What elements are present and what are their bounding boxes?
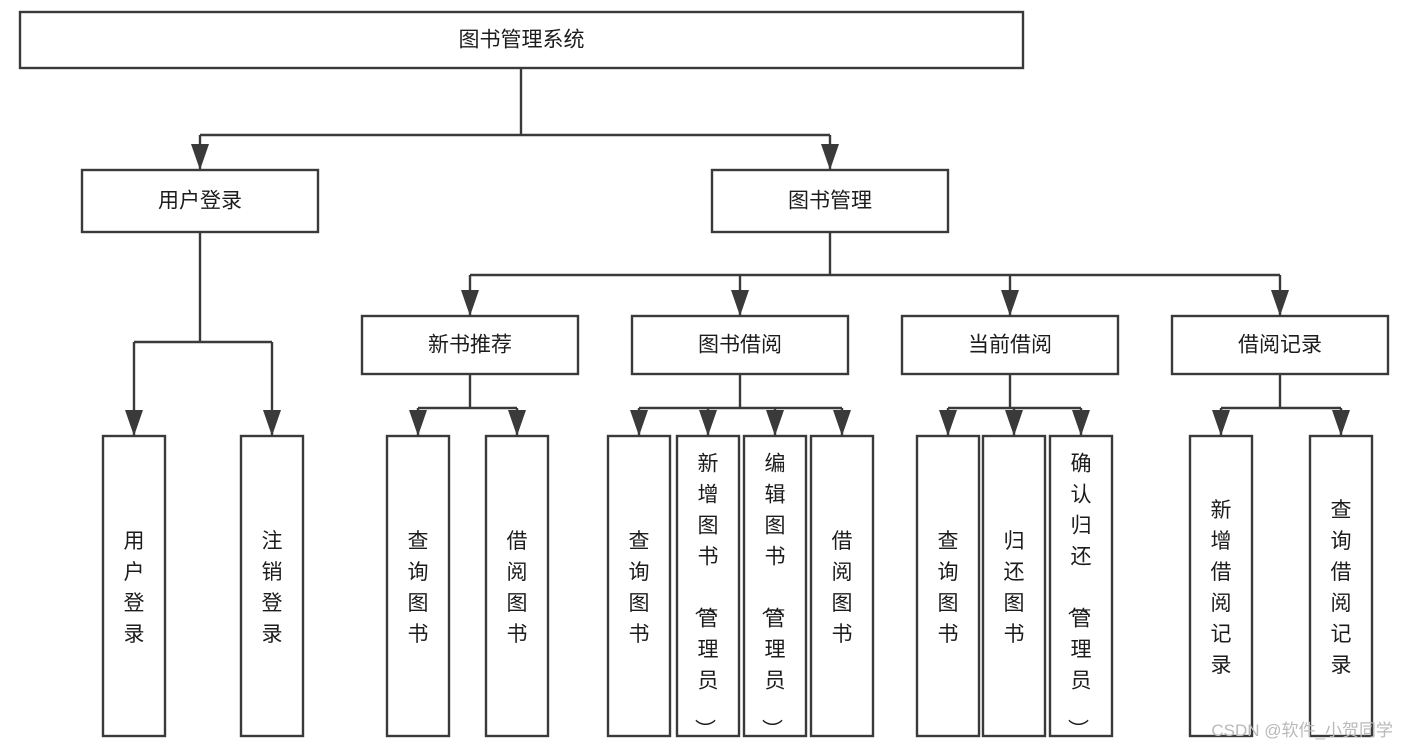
node-label-l-add-record: 新增借阅记录 [1211, 499, 1232, 677]
node-box-n-book-manage[interactable] [710, 168, 950, 234]
node-label-l-return-book: 归还图书 [1004, 530, 1025, 646]
node-root[interactable]: 图书管理系统 [18, 10, 1025, 70]
node-box-l-confirm-return[interactable] [1048, 434, 1114, 738]
node-label-l-borrow-book-1: 借阅图书 [507, 530, 528, 646]
connector-group-row-book-manage [461, 232, 1289, 316]
node-box-n-new-book-rec[interactable] [360, 314, 580, 376]
csdn-watermark: CSDN @软件_小贺同学 [1211, 721, 1393, 740]
node-l-query-book-2[interactable]: 查询图书 [606, 434, 672, 738]
node-box-root[interactable] [18, 10, 1025, 70]
node-label-l-edit-book: 编辑图书（管理员） [760, 453, 786, 740]
node-n-current-borrow[interactable]: 当前借阅 [900, 314, 1120, 376]
node-l-query-record[interactable]: 查询借阅记录 [1308, 434, 1374, 738]
connector-group-row-book-borrow [630, 374, 851, 436]
node-label-l-logout: 注销登录 [262, 530, 283, 646]
node-n-borrow-record[interactable]: 借阅记录 [1170, 314, 1390, 376]
node-label-n-book-manage: 图书管理 [788, 190, 872, 213]
node-box-l-query-book-1[interactable] [385, 434, 451, 738]
node-l-add-record[interactable]: 新增借阅记录 [1188, 434, 1254, 738]
arrow-head-icon [125, 410, 143, 436]
node-l-confirm-return[interactable]: 确认归还（管理员） [1048, 434, 1114, 740]
node-box-l-add-book[interactable] [675, 434, 741, 738]
connector-group-row-current-borrow [939, 374, 1090, 436]
arrow-head-icon [1332, 410, 1350, 436]
node-label-l-query-book-1: 查询图书 [408, 530, 429, 646]
arrow-head-icon [1001, 290, 1019, 316]
node-label-l-add-book: 新增图书（管理员） [693, 453, 719, 740]
connector-group-row-borrow-record [1212, 374, 1350, 436]
node-label-l-confirm-return: 确认归还（管理员） [1066, 453, 1092, 740]
arrow-head-icon [1271, 290, 1289, 316]
connector-group-row-new-book-rec [409, 374, 526, 436]
node-l-return-book[interactable]: 归还图书 [981, 434, 1047, 738]
node-box-l-query-book-3[interactable] [915, 434, 981, 738]
node-layer: 图书管理系统用户登录图书管理新书推荐图书借阅当前借阅借阅记录用户登录注销登录查询… [18, 10, 1390, 740]
arrow-head-icon [191, 144, 209, 170]
arrow-head-icon [699, 410, 717, 436]
node-label-l-user-login: 用户登录 [124, 530, 145, 646]
arrow-head-icon [833, 410, 851, 436]
arrow-head-icon [1072, 410, 1090, 436]
node-n-book-manage[interactable]: 图书管理 [710, 168, 950, 234]
node-l-borrow-book-1[interactable]: 借阅图书 [484, 434, 550, 738]
node-l-user-login[interactable]: 用户登录 [101, 434, 167, 738]
node-box-l-user-login[interactable] [101, 434, 167, 738]
arrow-head-icon [263, 410, 281, 436]
node-l-edit-book[interactable]: 编辑图书（管理员） [742, 434, 808, 740]
node-box-l-add-record[interactable] [1188, 434, 1254, 738]
arrow-head-icon [821, 144, 839, 170]
node-l-add-book[interactable]: 新增图书（管理员） [675, 434, 741, 740]
arrow-head-icon [766, 410, 784, 436]
arrow-head-icon [939, 410, 957, 436]
node-box-n-user-login[interactable] [80, 168, 320, 234]
arrow-head-icon [461, 290, 479, 316]
arrow-head-icon [508, 410, 526, 436]
node-label-root: 图书管理系统 [459, 29, 585, 52]
node-box-n-current-borrow[interactable] [900, 314, 1120, 376]
node-label-l-query-record: 查询借阅记录 [1331, 499, 1352, 677]
node-label-l-query-book-3: 查询图书 [938, 530, 959, 646]
node-label-l-query-book-2: 查询图书 [629, 530, 650, 646]
node-n-user-login[interactable]: 用户登录 [80, 168, 320, 234]
node-label-l-borrow-book-2: 借阅图书 [832, 530, 853, 646]
node-label-n-current-borrow: 当前借阅 [968, 334, 1052, 357]
node-box-n-book-borrow[interactable] [630, 314, 850, 376]
arrow-head-icon [1005, 410, 1023, 436]
node-n-book-borrow[interactable]: 图书借阅 [630, 314, 850, 376]
connector-layer [125, 68, 1350, 436]
node-box-n-borrow-record[interactable] [1170, 314, 1390, 376]
node-label-n-book-borrow: 图书借阅 [698, 334, 782, 357]
node-l-borrow-book-2[interactable]: 借阅图书 [809, 434, 875, 738]
arrow-head-icon [409, 410, 427, 436]
node-box-l-borrow-book-1[interactable] [484, 434, 550, 738]
connector-group-row-user-login [125, 232, 281, 436]
node-box-l-logout[interactable] [239, 434, 305, 738]
arrow-head-icon [731, 290, 749, 316]
arrow-head-icon [630, 410, 648, 436]
node-box-l-edit-book[interactable] [742, 434, 808, 738]
node-l-logout[interactable]: 注销登录 [239, 434, 305, 738]
arrow-head-icon [1212, 410, 1230, 436]
node-n-new-book-rec[interactable]: 新书推荐 [360, 314, 580, 376]
connector-group-row-root [191, 68, 839, 170]
node-box-l-borrow-book-2[interactable] [809, 434, 875, 738]
node-box-l-query-book-2[interactable] [606, 434, 672, 738]
node-box-l-query-record[interactable] [1308, 434, 1374, 738]
node-l-query-book-1[interactable]: 查询图书 [385, 434, 451, 738]
node-l-query-book-3[interactable]: 查询图书 [915, 434, 981, 738]
node-label-n-new-book-rec: 新书推荐 [428, 334, 512, 357]
node-label-n-user-login: 用户登录 [158, 190, 242, 213]
node-label-n-borrow-record: 借阅记录 [1238, 334, 1322, 357]
node-box-l-return-book[interactable] [981, 434, 1047, 738]
